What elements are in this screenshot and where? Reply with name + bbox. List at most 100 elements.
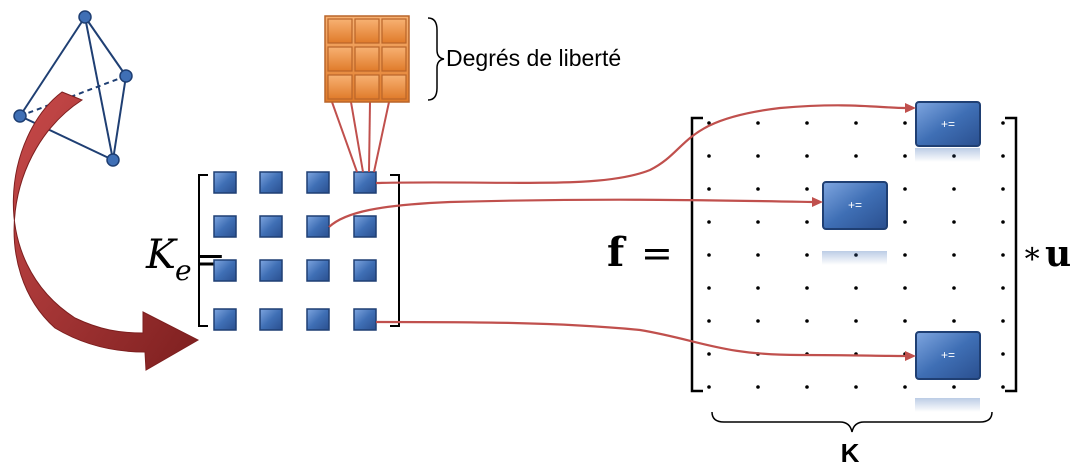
ke-block [306,171,330,194]
k-matrix-dot [952,385,956,389]
k-label: K [841,438,860,468]
k-matrix-dot [1001,286,1005,290]
k-matrix-dot [952,220,956,224]
k-matrix-dot [854,385,858,389]
ke-block [353,215,377,238]
k-matrix-dot [903,253,907,257]
k-matrix-dot [1001,187,1005,191]
block-reflection [915,148,980,162]
dof-cell [327,18,353,44]
curved-arrow [12,91,200,371]
k-matrix-dot [756,121,760,125]
dof-grid [324,15,410,103]
k-matrix-dot [854,286,858,290]
k-matrix-dot [1001,385,1005,389]
ke-block [353,259,377,282]
block-reflection [822,251,887,265]
k-matrix-dot [707,220,711,224]
mesh-node [78,10,92,24]
ke-block [259,171,283,194]
ke-block [259,259,283,282]
k-matrix-dot [707,352,711,356]
f-symbol: f [607,229,627,276]
k-matrix-dot [952,253,956,257]
accumulate-block-middle: += [822,181,888,230]
ke-block [213,259,237,282]
k-matrix-dot [903,187,907,191]
ke-right-bracket [390,174,400,327]
ke-block [306,308,330,331]
accumulate-block-bottom: += [915,331,981,380]
k-matrix-dot [756,154,760,158]
k-matrix-dot [805,187,809,191]
ke-block [306,215,330,238]
k-matrix-dot [952,286,956,290]
k-matrix-dot [1001,319,1005,323]
k-matrix-dot [707,154,711,158]
assembly-connectors [328,103,916,361]
mesh-node [13,109,27,123]
connector-arrowhead [905,351,916,361]
dof-cell [354,46,380,72]
k-matrix-dot [707,253,711,257]
k-left-bracket [690,116,703,393]
connector-arrowhead [905,103,916,113]
k-matrix-dot [1001,220,1005,224]
k-matrix-dot [756,286,760,290]
ke-subscript: e [175,254,192,287]
dof-brace [427,17,445,101]
k-matrix-dot [707,187,711,191]
k-matrix-dot [805,154,809,158]
dof-cell [354,74,380,100]
k-matrix-dot [903,385,907,389]
ke-block [353,171,377,194]
mesh-node [119,69,133,83]
k-matrix-dot [707,121,711,125]
accumulate-label: += [941,348,955,362]
k-matrix-dot [707,319,711,323]
k-matrix-dot [1001,154,1005,158]
k-matrix-dot [756,220,760,224]
k-matrix-dot [903,286,907,290]
k-matrix-dot [805,385,809,389]
k-matrix-dot [903,154,907,158]
dof-cell [381,74,407,100]
zoom-lines [331,101,390,173]
dof-label: Degrés de liberté [446,45,621,71]
dof-cell [381,18,407,44]
dof-cell [381,46,407,72]
k-matrix-dot [805,286,809,290]
k-matrix-dot [805,253,809,257]
ke-left-bracket [198,174,208,327]
dof-cell [354,18,380,44]
k-matrix-dot [854,121,858,125]
ke-block [259,308,283,331]
ke-matrix-blocks [213,171,377,331]
k-matrix-dot [756,253,760,257]
ke-block [353,308,377,331]
connector-top [375,104,906,185]
connector-middle [328,198,813,228]
k-matrix-dot [805,220,809,224]
ke-block [259,215,283,238]
k-matrix-dot [854,319,858,323]
k-matrix-dot [707,385,711,389]
ke-symbol: K [145,232,178,278]
k-matrix-dot [1001,352,1005,356]
k-matrix-dot [805,319,809,323]
k-matrix-dot [756,187,760,191]
u-symbol: u [1045,233,1071,275]
block-reflection [915,398,980,412]
f-equals: = [641,231,673,275]
k-matrix-dot [805,121,809,125]
ke-block [213,215,237,238]
k-matrix-dot [903,220,907,224]
k-matrix-dot [1001,121,1005,125]
ke-block [213,308,237,331]
k-matrix-dot [756,319,760,323]
k-matrix-dot [854,154,858,158]
accumulate-label: += [848,198,862,212]
k-matrix-dot [903,319,907,323]
connector-bottom [375,320,906,358]
